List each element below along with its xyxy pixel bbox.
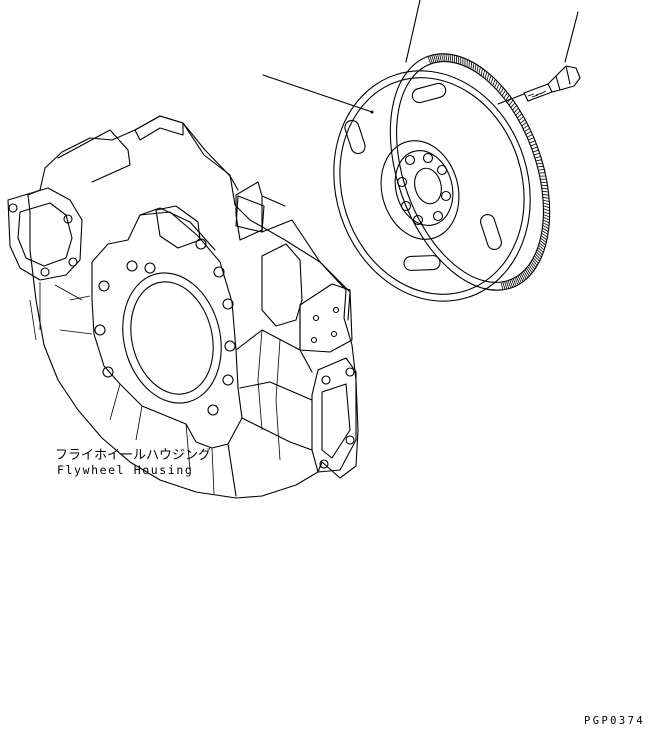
gear-tooth (495, 81, 498, 87)
flywheel (305, 32, 580, 327)
gear-tooth (542, 191, 548, 192)
gear-tooth (509, 100, 513, 105)
gear-tooth (543, 206, 549, 208)
gear-tooth (489, 76, 491, 83)
gear-tooth (543, 197, 549, 198)
gear-tooth (543, 194, 549, 195)
gear-tooth (534, 153, 540, 155)
gear-tooth (525, 270, 529, 277)
gear-tooth (498, 86, 501, 92)
housing-label-japanese: フライホイールハウジング (55, 444, 211, 463)
gear-tooth (536, 160, 542, 161)
gear-tooth (513, 105, 517, 110)
gear-tooth (533, 258, 538, 264)
gear-tooth (519, 117, 524, 121)
gear-tooth (442, 54, 444, 62)
gear-tooth (528, 138, 533, 141)
gear-tooth (502, 90, 505, 96)
gear-tooth (530, 263, 535, 269)
gear-tooth (531, 262, 536, 268)
gear-tooth (446, 54, 447, 62)
gear-tooth (536, 252, 541, 257)
gear-tooth (538, 170, 544, 171)
gear-tooth (543, 225, 549, 228)
gear-tooth (440, 54, 442, 62)
gear-tooth (527, 134, 532, 137)
gear-tooth (477, 66, 478, 73)
gear-tooth (511, 103, 515, 108)
gear-tooth (537, 163, 543, 164)
gear-tooth (543, 212, 549, 214)
gear-tooth (448, 54, 449, 62)
gear-tooth (541, 185, 547, 186)
gear-tooth (543, 203, 549, 205)
flywheel-housing (8, 116, 358, 498)
gear-tooth (534, 256, 539, 262)
housing-label-english: Flywheel Housing (57, 463, 193, 477)
gear-tooth (444, 54, 445, 62)
gear-tooth (543, 209, 549, 211)
gear-tooth (520, 119, 525, 123)
gear-tooth (524, 271, 528, 278)
gear-tooth (543, 200, 549, 202)
gear-tooth (531, 144, 537, 146)
gear-tooth (473, 63, 474, 70)
gear-tooth (436, 54, 438, 62)
gear-tooth (529, 265, 534, 271)
gear-tooth (469, 61, 470, 69)
gear-tooth (481, 69, 483, 76)
gear-tooth (533, 150, 539, 152)
gear-tooth (454, 55, 455, 63)
gear-tooth (528, 267, 532, 273)
gear-tooth (450, 54, 451, 62)
gear-tooth (500, 88, 503, 94)
gear-tooth (543, 217, 549, 220)
gear-tooth (535, 254, 540, 259)
gear-tooth (485, 72, 487, 79)
page-code: PGP0374 (584, 715, 645, 727)
gear-tooth (438, 54, 440, 62)
gear-tooth (543, 223, 549, 226)
gear-tooth (483, 70, 485, 77)
gear-tooth (525, 128, 530, 131)
gear-tooth (452, 55, 453, 63)
gear-tooth (493, 79, 496, 85)
gear-tooth (514, 108, 518, 113)
gear-tooth (475, 64, 476, 71)
gear-tooth (497, 84, 500, 90)
gear-tooth (526, 268, 530, 275)
gear-tooth (471, 62, 472, 69)
gear-tooth (526, 131, 531, 134)
gear-tooth (487, 74, 489, 81)
gear-tooth (522, 122, 527, 126)
gear-tooth (530, 141, 536, 144)
gear-tooth (543, 215, 549, 218)
gear-tooth (532, 147, 538, 149)
gear-tooth (479, 67, 481, 74)
gear-tooth (504, 93, 508, 99)
gear-tooth (542, 188, 548, 189)
gear-tooth (516, 111, 520, 115)
gear-tooth (522, 272, 526, 279)
gear-tooth (543, 220, 549, 223)
gear-tooth (517, 114, 522, 118)
gear-tooth (523, 125, 528, 129)
gear-tooth (491, 77, 493, 84)
gear-tooth (538, 166, 544, 167)
gear-tooth (532, 260, 537, 266)
gear-tooth (501, 282, 503, 290)
flywheel-bolt (524, 66, 580, 101)
gear-tooth (535, 157, 541, 159)
